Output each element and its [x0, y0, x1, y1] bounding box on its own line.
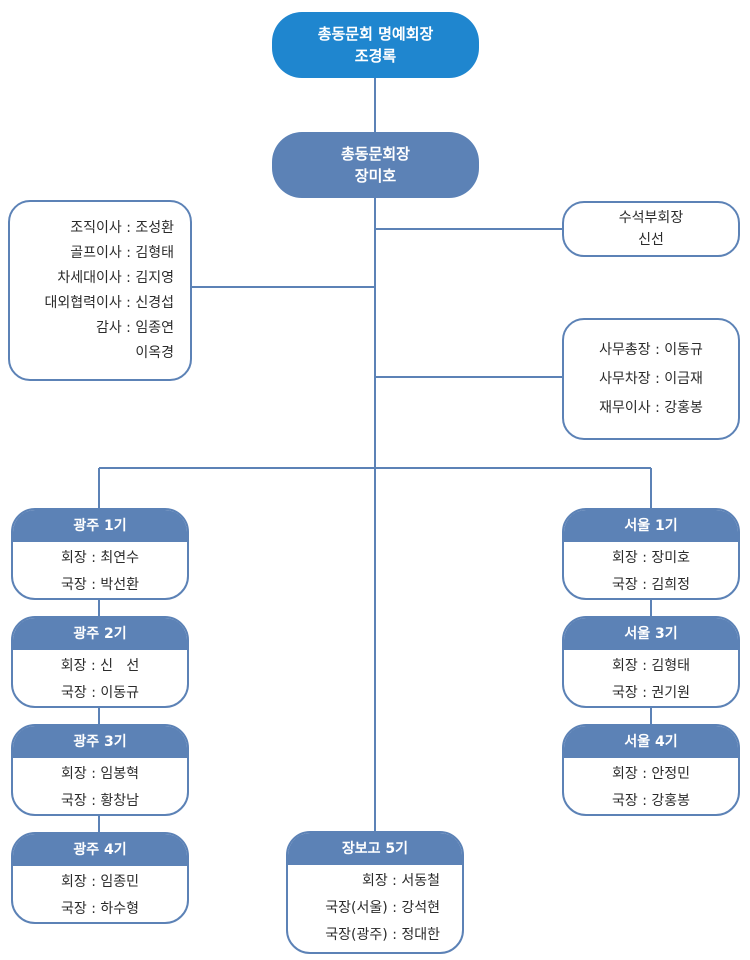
- chapter-title: 서울 1기: [564, 510, 738, 542]
- chapter-row: 국장 : 강홍봉: [611, 793, 691, 809]
- honorary-title: 총동문회 명예회장: [317, 25, 434, 43]
- chapter-title: 광주 2기: [13, 618, 187, 650]
- chapter-seoul-3: 서울 3기 회장 : 김형태 국장 : 권기원: [562, 616, 740, 708]
- chapter-seoul-4: 서울 4기 회장 : 안정민 국장 : 강홍봉: [562, 724, 740, 816]
- director-row: 이옥경: [135, 344, 174, 361]
- chapter-title: 광주 1기: [13, 510, 187, 542]
- chapter-row: 국장 : 하수형: [60, 901, 140, 917]
- chapter-row: 국장 : 이동규: [60, 685, 140, 701]
- honorary-president-box: 총동문회 명예회장 조경록: [272, 12, 479, 78]
- president-box: 총동문회장 장미호: [272, 132, 479, 198]
- secretariat-row: 사무차장 : 이금재: [599, 370, 703, 387]
- senior-vp-title: 수석부회장: [618, 210, 684, 226]
- chapter-row: 국장(광주) : 정대한: [325, 927, 440, 943]
- secretariat-box: 사무총장 : 이동규 사무차장 : 이금재 재무이사 : 강홍봉: [562, 318, 740, 440]
- chapter-row: 회장 : 김형태: [611, 658, 691, 674]
- chapter-title: 서울 3기: [564, 618, 738, 650]
- chapter-row: 국장 : 박선환: [60, 577, 140, 593]
- director-row: 감사 : 임종연: [95, 319, 174, 336]
- chapter-seoul-1: 서울 1기 회장 : 장미호 국장 : 김희정: [562, 508, 740, 600]
- chapter-row: 국장 : 황창남: [60, 793, 140, 809]
- chapter-row: 국장(서울) : 강석현: [325, 900, 440, 916]
- chapter-gwangju-4: 광주 4기 회장 : 임종민 국장 : 하수형: [11, 832, 189, 924]
- chapter-row: 회장 : 신 선: [60, 658, 140, 674]
- chapter-row: 회장 : 서동철: [361, 873, 440, 889]
- director-row: 골프이사 : 김형태: [70, 244, 174, 261]
- director-row: 조직이사 : 조성환: [70, 219, 174, 236]
- director-row: 대외협력이사 : 신경섭: [44, 294, 174, 311]
- chapter-row: 회장 : 최연수: [60, 550, 140, 566]
- secretariat-row: 사무총장 : 이동규: [599, 341, 703, 358]
- senior-vp-box: 수석부회장 신선: [562, 201, 740, 257]
- president-title: 총동문회장: [340, 145, 410, 163]
- honorary-name: 조경록: [354, 47, 397, 65]
- chapter-row: 회장 : 임종민: [60, 874, 140, 890]
- chapter-row: 회장 : 임봉혁: [60, 766, 140, 782]
- senior-vp-name: 신선: [638, 232, 664, 248]
- chapter-title: 서울 4기: [564, 726, 738, 758]
- chapter-title: 장보고 5기: [288, 833, 462, 865]
- directors-box: 조직이사 : 조성환 골프이사 : 김형태 차세대이사 : 김지영 대외협력이사…: [8, 200, 192, 381]
- director-row: 차세대이사 : 김지영: [57, 269, 174, 286]
- secretariat-row: 재무이사 : 강홍봉: [599, 399, 703, 416]
- chapter-gwangju-2: 광주 2기 회장 : 신 선 국장 : 이동규: [11, 616, 189, 708]
- chapter-gwangju-1: 광주 1기 회장 : 최연수 국장 : 박선환: [11, 508, 189, 600]
- chapter-title: 광주 4기: [13, 834, 187, 866]
- chapter-row: 국장 : 김희정: [611, 577, 691, 593]
- chapter-row: 회장 : 안정민: [611, 766, 691, 782]
- chapter-row: 회장 : 장미호: [611, 550, 691, 566]
- chapter-jangbogo-5: 장보고 5기 회장 : 서동철 국장(서울) : 강석현 국장(광주) : 정대…: [286, 831, 464, 954]
- president-name: 장미호: [354, 167, 397, 185]
- chapter-title: 광주 3기: [13, 726, 187, 758]
- chapter-row: 국장 : 권기원: [611, 685, 691, 701]
- chapter-gwangju-3: 광주 3기 회장 : 임봉혁 국장 : 황창남: [11, 724, 189, 816]
